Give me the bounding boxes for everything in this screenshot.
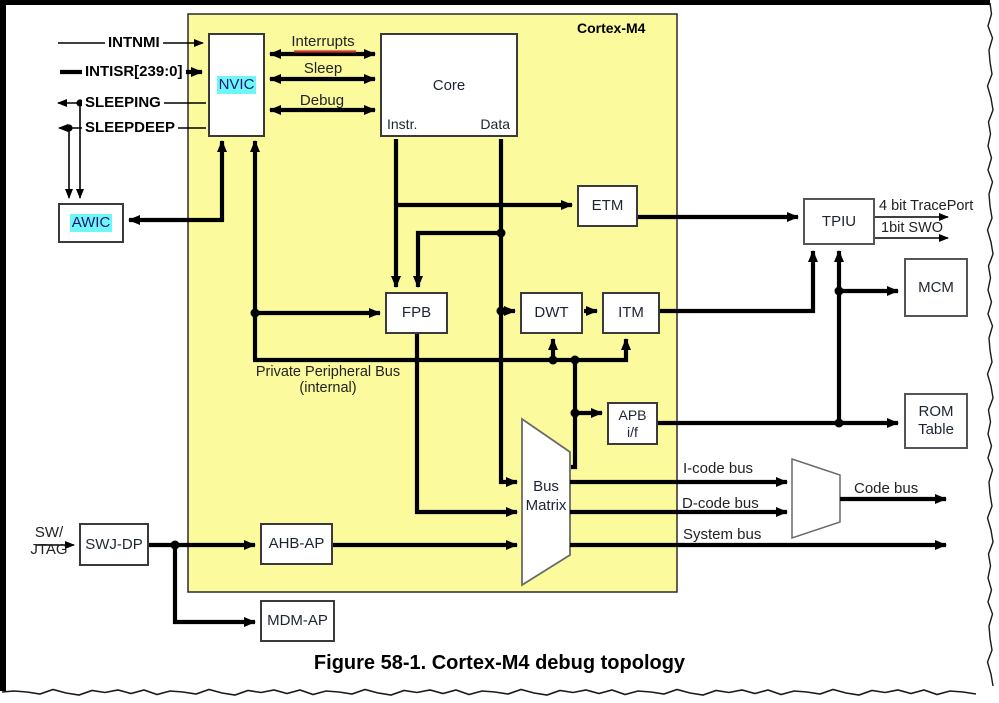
block-dwt: DWT xyxy=(520,292,583,334)
block-itm-label: ITM xyxy=(618,304,644,321)
junction-dots xyxy=(65,99,844,550)
block-fpb-label: FPB xyxy=(401,304,432,321)
signal-code-bus: Code bus xyxy=(854,480,919,497)
block-core-label: Core xyxy=(432,77,466,94)
page-tear-right xyxy=(986,2,994,687)
ppb-label-line1: Private Peripheral Bus xyxy=(255,364,401,380)
block-tpiu-label: TPIU xyxy=(821,212,857,230)
block-apb-label-line1: APB xyxy=(618,406,647,423)
signal-debug: Debug xyxy=(299,92,345,109)
block-core: Core Instr. Data xyxy=(380,33,518,137)
page-border-left xyxy=(0,0,6,691)
signal-sleep: Sleep xyxy=(303,60,343,77)
page-tear-bottom xyxy=(1,688,977,696)
block-mcm: MCM xyxy=(904,258,968,317)
signal-swo: 1bit SWO xyxy=(881,220,944,236)
bus-matrix-label: Bus Matrix xyxy=(520,478,572,516)
figure-caption: Figure 58-1. Cortex-M4 debug topology xyxy=(313,652,686,674)
bus-matrix-shape xyxy=(521,417,571,587)
signal-sleeping: SLEEPING xyxy=(82,94,164,112)
block-ahb-ap-label: AHB-AP xyxy=(268,535,325,552)
block-dwt-label: DWT xyxy=(534,304,569,321)
block-rom-table: ROM Table xyxy=(904,393,968,449)
block-nvic: NVIC xyxy=(208,33,265,137)
block-rom-table-label-line1: ROM xyxy=(918,403,954,420)
signal-sleepdeep: SLEEPDEEP xyxy=(82,119,179,137)
signal-dcode-bus: D-code bus xyxy=(682,495,759,512)
block-awic: AWIC xyxy=(58,203,124,243)
block-rom-table-label-line2: Table xyxy=(918,421,954,438)
block-awic-label: AWIC xyxy=(69,214,113,232)
cortex-m4-region-label: Cortex-M4 xyxy=(577,20,646,36)
block-swj-dp: SWJ-DP xyxy=(79,523,149,566)
ppb-label-line2: (internal) xyxy=(299,379,357,396)
signal-sw-jtag: SW/ JTAG xyxy=(24,524,74,558)
block-itm: ITM xyxy=(602,292,660,334)
block-nvic-label: NVIC xyxy=(216,76,257,94)
signal-traceport: 4 bit TracePort xyxy=(879,198,974,214)
block-ahb-ap: AHB-AP xyxy=(260,523,333,565)
block-mdm-ap: MDM-AP xyxy=(260,600,335,642)
block-apb-if: APB i/f xyxy=(607,402,658,445)
block-mdm-ap-label: MDM-AP xyxy=(267,612,328,629)
signal-sw-jtag-line2: JTAG xyxy=(30,540,68,558)
signal-interrupts: Interrupts xyxy=(291,33,355,50)
ppb-label: Private Peripheral Bus (internal) xyxy=(250,364,406,397)
code-bus-mux-shape xyxy=(791,457,841,540)
signal-system-bus: System bus xyxy=(683,526,762,543)
block-etm-label: ETM xyxy=(591,197,624,214)
block-swj-dp-label: SWJ-DP xyxy=(85,535,143,553)
block-apb-label-line2: i/f xyxy=(627,423,638,440)
block-mcm-label: MCM xyxy=(918,278,954,296)
signal-intisr: INTISR[239:0] xyxy=(82,63,186,81)
block-tpiu: TPIU xyxy=(803,198,875,245)
block-etm: ETM xyxy=(577,185,638,227)
signal-intnmi: INTNMI xyxy=(105,34,163,52)
block-fpb: FPB xyxy=(385,292,448,334)
bus-matrix-label-line2: Matrix xyxy=(525,496,567,514)
core-data-port-label: Data xyxy=(480,116,510,133)
core-instr-port-label: Instr. xyxy=(387,116,418,133)
signal-icode-bus: I-code bus xyxy=(683,460,754,477)
signal-sw-jtag-line1: SW/ xyxy=(34,524,64,541)
page-border-top xyxy=(0,0,990,5)
bus-matrix-label-line1: Bus xyxy=(533,478,559,495)
